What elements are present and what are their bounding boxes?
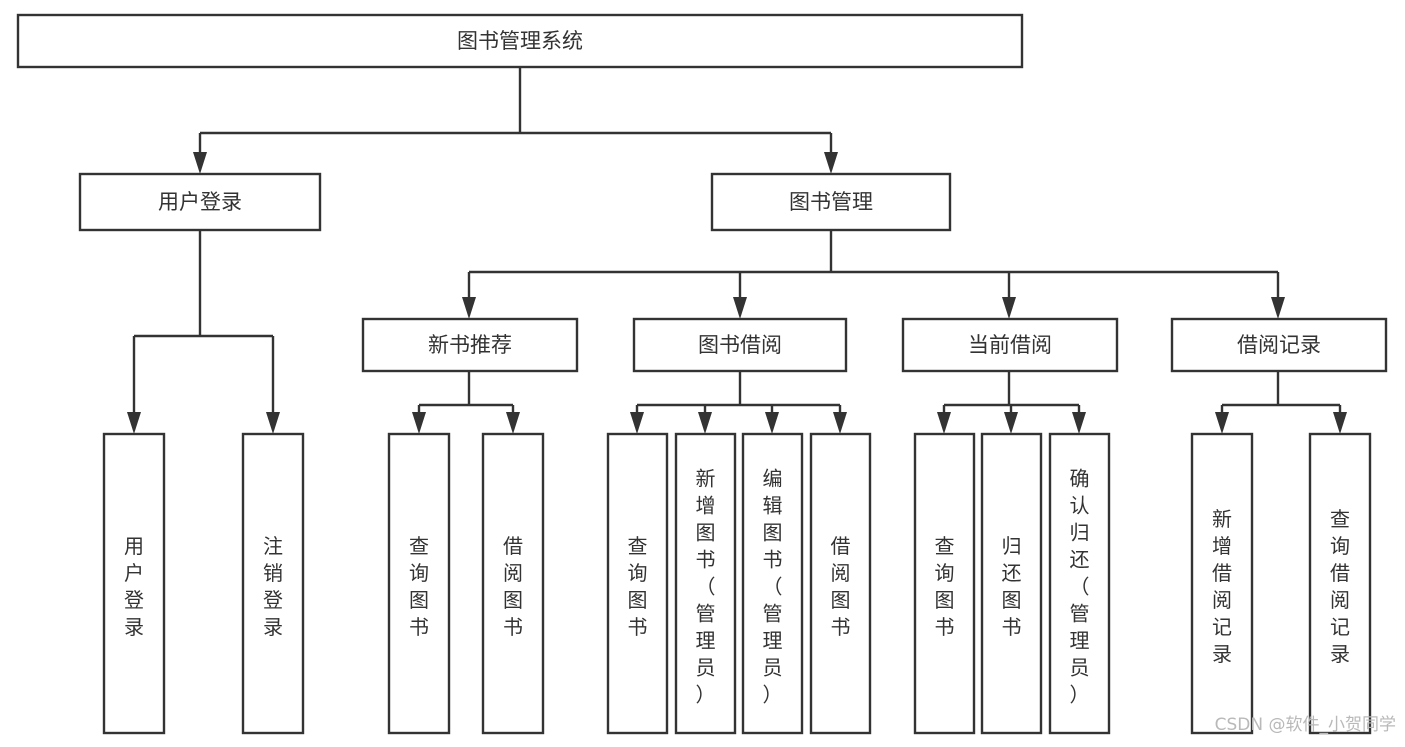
node-leaf-5[interactable]: 新增图书（管理员） <box>674 432 737 735</box>
node-leaf-8-box[interactable] <box>913 432 976 735</box>
node-leaf-4[interactable]: 查询图书 <box>606 432 669 735</box>
node-leaf-10-box[interactable] <box>1048 432 1111 735</box>
arrow-head-icon <box>833 412 847 434</box>
node-leaf-0-box[interactable] <box>102 432 166 735</box>
node-leaf-3[interactable]: 借阅图书 <box>481 432 545 735</box>
node-level1-0-label: 用户登录 <box>158 190 242 214</box>
node-level1-0-box[interactable] <box>78 172 322 232</box>
arrow-head-icon <box>1215 412 1229 434</box>
node-leaf-5-box[interactable] <box>674 432 737 735</box>
arrow-head-icon <box>1002 297 1016 319</box>
node-level2-0[interactable]: 新书推荐 <box>361 317 579 373</box>
node-leaf-3-box[interactable] <box>481 432 545 735</box>
node-leaf-12-box[interactable] <box>1308 432 1372 735</box>
node-root-label: 图书管理系统 <box>457 29 583 53</box>
node-leaf-6-label: 编辑图书（管理员） <box>763 466 783 706</box>
arrow-head-icon <box>824 152 838 174</box>
node-leaf-12[interactable]: 查询借阅记录 <box>1308 432 1372 735</box>
node-level2-2[interactable]: 当前借阅 <box>901 317 1119 373</box>
node-leaf-8-label: 查询图书 <box>935 534 955 639</box>
node-level1-1-box[interactable] <box>710 172 952 232</box>
node-leaf-1[interactable]: 注销登录 <box>241 432 305 735</box>
node-root[interactable]: 图书管理系统 <box>16 13 1024 69</box>
node-level2-1[interactable]: 图书借阅 <box>632 317 848 373</box>
arrow-head-icon <box>266 412 280 434</box>
arrow-head-icon <box>1271 297 1285 319</box>
arrow-head-icon <box>1004 412 1018 434</box>
arrow-head-icon <box>733 297 747 319</box>
node-leaf-9[interactable]: 归还图书 <box>980 432 1043 735</box>
node-leaf-12-label: 查询借阅记录 <box>1330 507 1350 666</box>
node-level2-3-label: 借阅记录 <box>1237 333 1321 357</box>
node-leaf-9-label: 归还图书 <box>1002 534 1022 639</box>
node-leaf-4-label: 查询图书 <box>628 534 648 639</box>
node-leaf-0-label: 用户登录 <box>124 534 144 639</box>
connector-layer <box>127 67 1347 434</box>
node-leaf-2-label: 查询图书 <box>409 534 429 639</box>
arrow-head-icon <box>127 412 141 434</box>
node-level2-0-label: 新书推荐 <box>428 333 512 357</box>
node-leaf-10[interactable]: 确认归还（管理员） <box>1048 432 1111 735</box>
node-level2-2-box[interactable] <box>901 317 1119 373</box>
node-leaf-8[interactable]: 查询图书 <box>913 432 976 735</box>
node-leaf-11-box[interactable] <box>1190 432 1254 735</box>
csdn-watermark: CSDN @软件_小贺同学 <box>1215 715 1396 735</box>
node-leaf-9-box[interactable] <box>980 432 1043 735</box>
node-leaf-1-box[interactable] <box>241 432 305 735</box>
node-leaf-2-box[interactable] <box>387 432 451 735</box>
arrow-head-icon <box>1072 412 1086 434</box>
node-level1-0[interactable]: 用户登录 <box>78 172 322 232</box>
arrow-head-icon <box>412 412 426 434</box>
arrow-head-icon <box>765 412 779 434</box>
node-leaf-11[interactable]: 新增借阅记录 <box>1190 432 1254 735</box>
arrow-head-icon <box>1333 412 1347 434</box>
node-root-box[interactable] <box>16 13 1024 69</box>
node-level2-1-label: 图书借阅 <box>698 333 782 357</box>
node-leaf-5-label: 新增图书（管理员） <box>696 466 716 706</box>
arrow-head-icon <box>193 152 207 174</box>
node-layer: 图书管理系统用户登录图书管理新书推荐图书借阅当前借阅借阅记录用户登录注销登录查询… <box>16 13 1388 735</box>
node-leaf-6-box[interactable] <box>741 432 804 735</box>
node-leaf-2[interactable]: 查询图书 <box>387 432 451 735</box>
arrow-head-icon <box>462 297 476 319</box>
node-level1-1[interactable]: 图书管理 <box>710 172 952 232</box>
node-level2-3[interactable]: 借阅记录 <box>1170 317 1388 373</box>
node-leaf-10-label: 确认归还（管理员） <box>1070 466 1090 706</box>
node-leaf-7[interactable]: 借阅图书 <box>809 432 872 735</box>
node-level2-2-label: 当前借阅 <box>968 333 1052 357</box>
node-level2-3-box[interactable] <box>1170 317 1388 373</box>
node-level1-1-label: 图书管理 <box>789 190 873 214</box>
arrow-head-icon <box>937 412 951 434</box>
arrow-head-icon <box>630 412 644 434</box>
node-level2-0-box[interactable] <box>361 317 579 373</box>
node-leaf-7-label: 借阅图书 <box>831 534 851 639</box>
node-leaf-6[interactable]: 编辑图书（管理员） <box>741 432 804 735</box>
node-level2-1-box[interactable] <box>632 317 848 373</box>
arrow-head-icon <box>698 412 712 434</box>
node-leaf-7-box[interactable] <box>809 432 872 735</box>
node-leaf-3-label: 借阅图书 <box>503 534 523 639</box>
node-leaf-1-label: 注销登录 <box>263 534 283 639</box>
node-leaf-0[interactable]: 用户登录 <box>102 432 166 735</box>
arrow-head-icon <box>506 412 520 434</box>
node-leaf-11-label: 新增借阅记录 <box>1212 507 1232 666</box>
node-leaf-4-box[interactable] <box>606 432 669 735</box>
